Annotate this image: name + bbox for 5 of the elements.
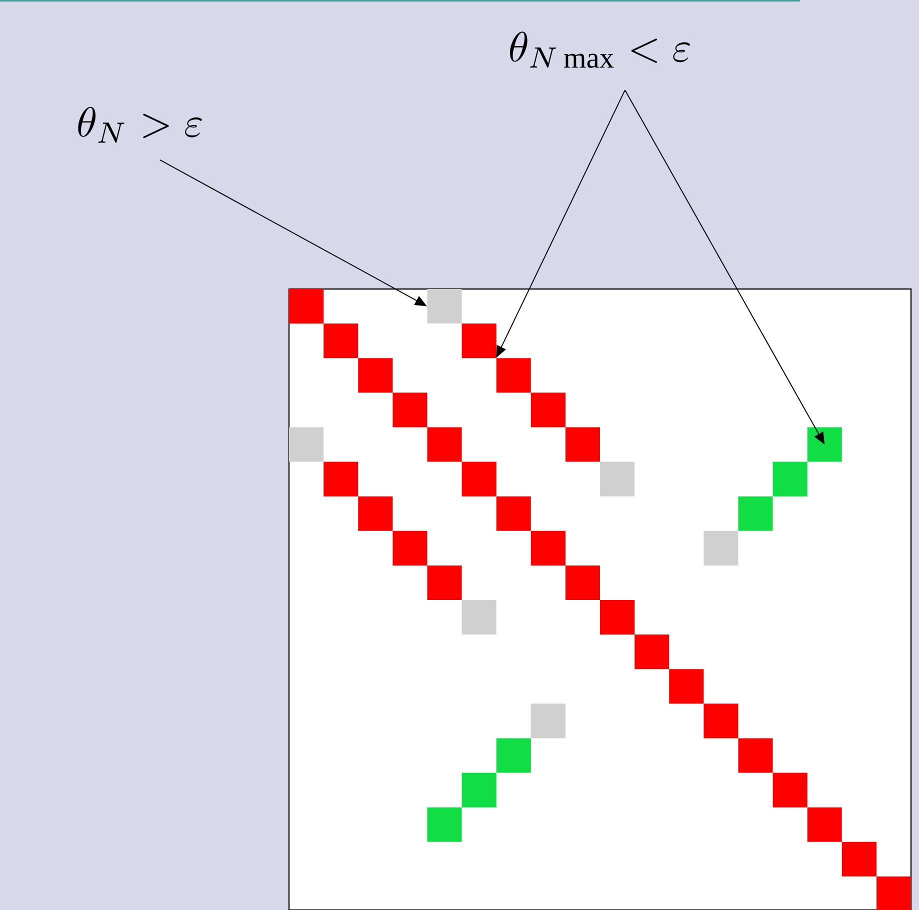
matrix-cell — [807, 427, 842, 462]
formula-label: $\theta_{N} > \varepsilon$ — [78, 106, 202, 143]
formula-label: $\theta_{N\max} < \varepsilon$ — [510, 32, 690, 68]
matrix-cell — [496, 358, 531, 393]
matrix-cell — [427, 289, 462, 324]
